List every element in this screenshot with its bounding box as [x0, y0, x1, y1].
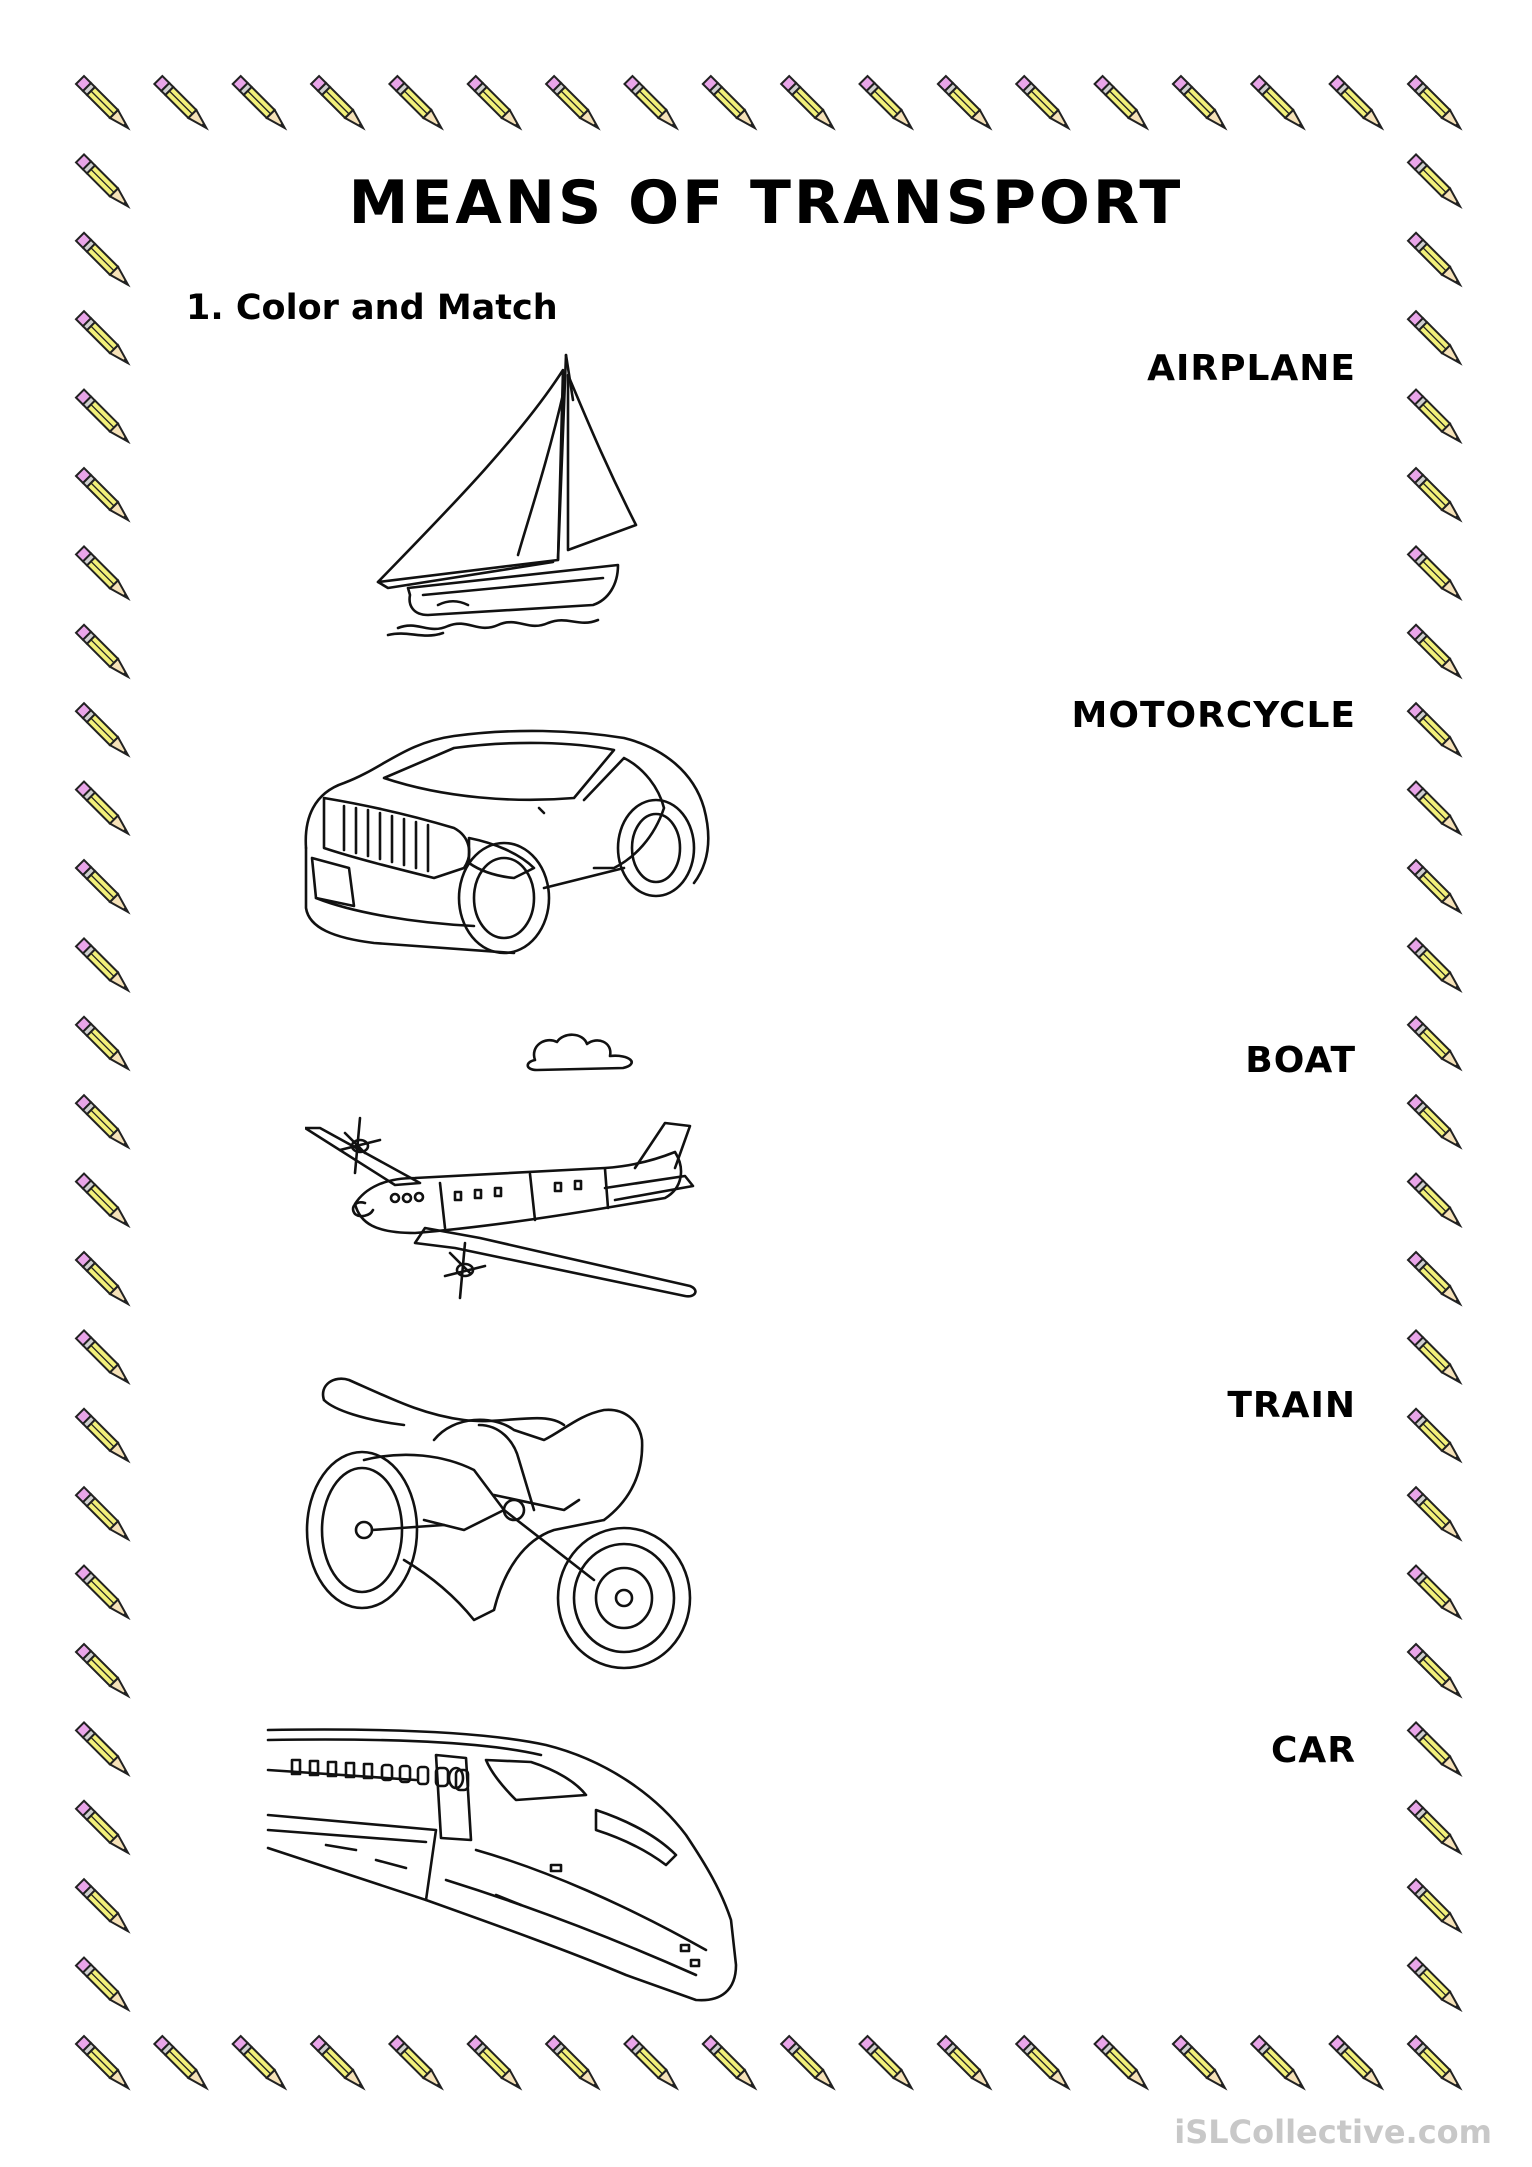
pencil-icon: [75, 467, 129, 521]
pencil-icon: [1407, 310, 1461, 365]
pencil-icon: [858, 75, 913, 129]
pencil-icon: [701, 75, 756, 129]
pencil-icon: [388, 2035, 443, 2089]
instruction-text: 1. Color and Match: [186, 288, 558, 328]
pencil-icon: [858, 2035, 913, 2089]
pencil-icon: [1407, 623, 1461, 678]
pencil-icon: [1407, 1643, 1461, 1697]
watermark-text: iSLCollective.com: [1174, 2113, 1492, 2151]
pencil-icon: [466, 75, 521, 129]
pencil-icon: [1407, 1721, 1461, 1776]
pencil-icon: [75, 2035, 129, 2089]
page-title: MEANS OF TRANSPORT: [348, 168, 1184, 238]
pencil-icon: [1407, 1878, 1461, 1933]
pencil-icon: [75, 1251, 129, 1305]
pencil-icon: [1407, 859, 1461, 913]
pencil-icon: [1407, 545, 1461, 600]
pencil-icon: [75, 1329, 129, 1384]
pencil-icon: [1407, 1251, 1461, 1305]
pencil-icon: [1015, 2035, 1070, 2089]
pencil-icon: [75, 1486, 129, 1541]
pencil-icon: [1407, 780, 1461, 835]
pencil-icon: [1407, 1172, 1461, 1227]
pencil-icon: [1407, 937, 1461, 992]
pencil-icon: [1407, 1094, 1461, 1149]
airplane-icon: [305, 1028, 703, 1320]
pencil-icon: [75, 702, 129, 757]
pencil-icon: [623, 75, 678, 129]
pencil-icon: [1093, 2035, 1148, 2089]
pencil-icon: [75, 1564, 129, 1619]
pencil-icon: [701, 2035, 756, 2089]
pencil-icon: [153, 2035, 208, 2089]
pencil-icon: [75, 545, 129, 600]
pencil-icon: [1407, 1486, 1461, 1541]
word-airplane: AIRPLANE: [1147, 348, 1356, 389]
pencil-icon: [1407, 467, 1461, 521]
pencil-icon: [1407, 2035, 1461, 2089]
pencil-icon: [1407, 1956, 1461, 2011]
pencil-icon: [75, 388, 129, 443]
pencil-icon: [231, 75, 286, 129]
pencil-icon: [1407, 702, 1461, 757]
pencil-icon: [310, 2035, 365, 2089]
pencil-icon: [1407, 1799, 1461, 1854]
word-motorcycle: MOTORCYCLE: [1071, 695, 1356, 736]
pencil-icon: [466, 2035, 521, 2089]
motorcycle-icon: [304, 1370, 696, 1670]
pencil-icon: [1328, 2035, 1383, 2089]
word-boat: BOAT: [1245, 1040, 1356, 1081]
pencil-icon: [1328, 75, 1383, 129]
pencil-icon: [75, 1015, 129, 1070]
pencil-icon: [310, 75, 365, 129]
pencil-icon: [75, 1799, 129, 1854]
pencil-icon: [75, 780, 129, 835]
pencil-icon: [780, 2035, 835, 2089]
pencil-icon: [75, 937, 129, 992]
pencil-icon: [780, 75, 835, 129]
pencil-icon: [1171, 2035, 1226, 2089]
boat-icon: [368, 350, 644, 640]
pencil-icon: [75, 1721, 129, 1776]
pencil-icon: [75, 310, 129, 365]
pencil-icon: [1093, 75, 1148, 129]
pencil-icon: [1250, 75, 1305, 129]
pencil-icon: [936, 75, 991, 129]
pencil-icon: [1171, 75, 1226, 129]
pencil-icon: [75, 1172, 129, 1227]
pencil-icon: [1250, 2035, 1305, 2089]
pencil-icon: [75, 231, 129, 286]
pencil-icon: [1407, 1329, 1461, 1384]
pencil-icon: [75, 1878, 129, 1933]
pencil-icon: [75, 1094, 129, 1149]
pencil-icon: [75, 623, 129, 678]
pencil-icon: [231, 2035, 286, 2089]
word-car: CAR: [1270, 1730, 1356, 1771]
pencil-icon: [75, 859, 129, 913]
pencil-icon: [1407, 75, 1461, 129]
pencil-icon: [545, 2035, 600, 2089]
pencil-icon: [1407, 388, 1461, 443]
pencil-icon: [1015, 75, 1070, 129]
pencil-icon: [75, 75, 129, 129]
train-icon: [266, 1720, 740, 2010]
pencil-icon: [545, 75, 600, 129]
pencil-icon: [75, 1643, 129, 1697]
pencil-icon: [936, 2035, 991, 2089]
pencil-icon: [1407, 1407, 1461, 1462]
pencil-icon: [1407, 1564, 1461, 1619]
pencil-icon: [75, 1956, 129, 2011]
car-icon: [294, 728, 718, 970]
pencil-icon: [153, 75, 208, 129]
word-train: TRAIN: [1227, 1385, 1356, 1426]
pencil-icon: [1407, 1015, 1461, 1070]
pencil-icon: [388, 75, 443, 129]
pencil-icon: [623, 2035, 678, 2089]
pencil-icon: [75, 1407, 129, 1462]
pencil-icon: [1407, 231, 1461, 286]
